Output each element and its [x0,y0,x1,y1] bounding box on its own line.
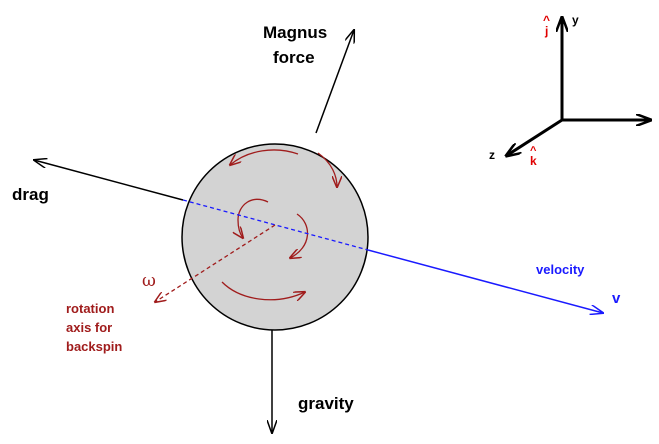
rotation-label-line2: axis for [66,320,112,335]
spin-arrow-bottom [221,281,305,300]
drag-label: drag [12,185,49,204]
j-hat-caret: ^ [543,13,550,27]
rotation-axis-arrow [155,224,276,302]
spin-arrow-inner-right [290,213,309,258]
k-hat-caret: ^ [530,145,537,157]
rotation-label-line1: rotation [66,301,114,316]
v-label: v [612,290,621,307]
k-hat-letter: k [530,154,537,168]
y-axis-label: y [572,13,579,27]
drag-arrow [34,160,184,201]
j-hat-letter: j [544,24,548,38]
magnus-label-line1: Magnus [263,23,327,42]
velocity-label: velocity [536,262,585,277]
spin-arrow-right [317,152,337,187]
omega-label: ω [142,271,156,291]
z-axis-label: z [489,148,495,162]
spin-arrow-inner-left [238,198,269,238]
spin-arrow-top [230,149,299,165]
axis-z [506,118,563,156]
ball [181,143,369,331]
magnus-label-line2: force [273,48,315,67]
rotation-label-line3: backspin [66,339,122,354]
velocity-dashed-segment [182,199,369,251]
gravity-label: gravity [298,394,354,413]
velocity-arrow [367,249,603,313]
magnus-force-arrow [315,30,354,134]
